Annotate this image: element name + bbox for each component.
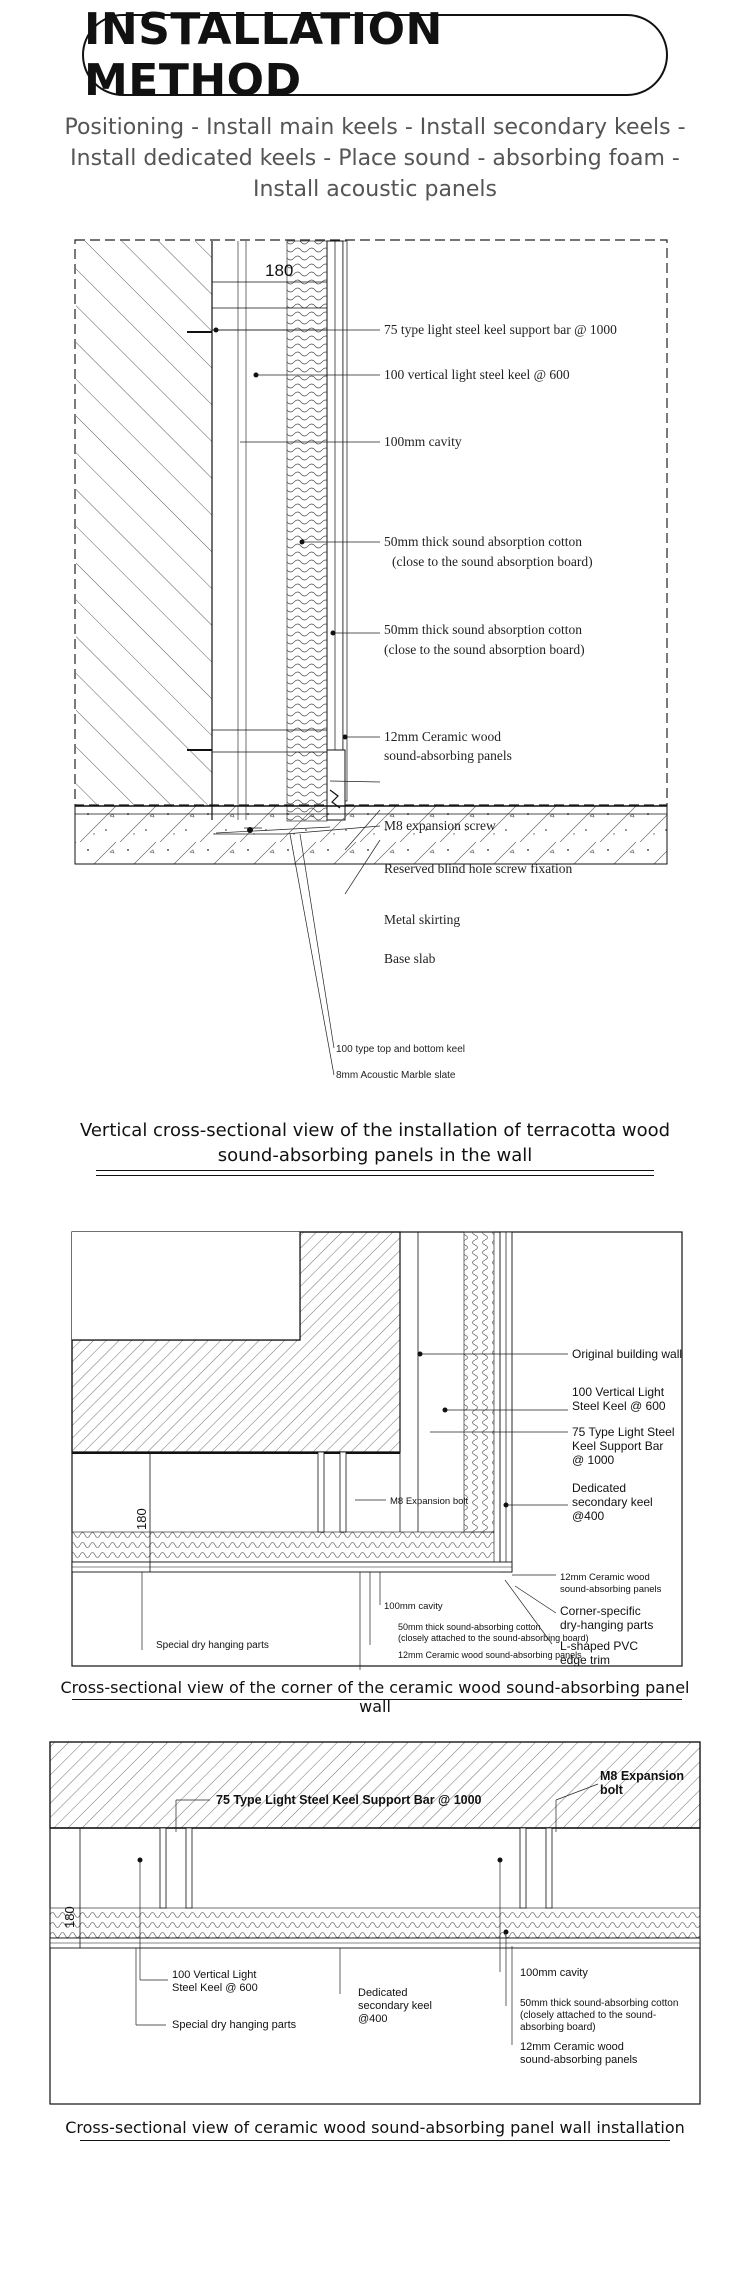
label-metal-skirting: Metal skirting [384, 912, 460, 927]
label-secondary-keel-b: secondary keel [572, 1495, 653, 1509]
label-panel-a: 12mm Ceramic wood [560, 1572, 650, 1583]
label-pvc-trim-a: L-shaped PVC [560, 1639, 638, 1653]
label-support-bar: 75 Type Light Steel Keel Support Bar @ 1… [216, 1793, 482, 1807]
label-special-parts: Special dry hanging parts [172, 2019, 297, 2031]
label-cavity: 100mm cavity [384, 1601, 443, 1612]
process-line-2: Install dedicated keels - Place sound - … [70, 146, 680, 171]
label-panel-b: sound-absorbing panels [560, 1584, 662, 1595]
dimension-180: 180 [265, 261, 293, 280]
label-m8-screw: M8 expansion screw [384, 818, 496, 833]
caption-1-underline-bottom [96, 1175, 654, 1176]
cotton-layer [49, 1907, 701, 1939]
label-m8-bolt: M8 Expansion bolt [390, 1496, 469, 1507]
process-line-1: Positioning - Install main keels - Insta… [64, 115, 686, 140]
label-marble-slate: 8mm Acoustic Marble slate [336, 1070, 456, 1081]
caption-1-line-1: Vertical cross-sectional view of the ins… [79, 1120, 671, 1141]
building-wall [76, 241, 212, 806]
label-cotton-b: (closely attached to the sound-absorbing… [398, 1633, 589, 1643]
label-top-bottom-keel: 100 type top and bottom keel [336, 1044, 465, 1055]
label-base-slab: Base slab [384, 951, 436, 966]
label-cavity: 100mm cavity [520, 1967, 588, 1979]
cotton-vertical [463, 1231, 495, 1533]
label-m8-bolt-a: M8 Expansion [600, 1769, 684, 1783]
label-panels-bottom: 12mm Ceramic wood sound-absorbing panels [398, 1650, 582, 1660]
corner-lower-labels [0, 1640, 750, 1670]
label-vertical-keel-b: Steel Keel @ 600 [572, 1399, 666, 1413]
label-cotton-a: 50mm thick sound-absorbing cotton [520, 1998, 678, 2009]
building-wall [49, 1741, 701, 1829]
label-cotton-c: absorbing board) [520, 2022, 596, 2033]
label-cotton-b: (closely attached to the sound- [520, 2010, 656, 2021]
process-steps: Positioning - Install main keels - Insta… [40, 112, 710, 205]
label-cotton-block: 50mm thick sound-absorbing cotton (close… [398, 1622, 589, 1644]
label-secondary-keel-a: Dedicated [572, 1481, 626, 1495]
caption-1-underline-top [96, 1170, 654, 1171]
label-vertical-keel-a: 100 Vertical Light [172, 1969, 256, 1981]
label-panel-b: sound-absorbing panels [384, 748, 512, 763]
cotton-horizontal [71, 1531, 495, 1563]
caption-1-line-2: sound-absorbing panels in the wall [217, 1145, 533, 1166]
caption-corner-section: Cross-sectional view of the corner of th… [60, 1678, 690, 1716]
dimension-180: 180 [62, 1906, 77, 1928]
label-panel-a: 12mm Ceramic wood [384, 729, 501, 744]
label-panel-b: sound-absorbing panels [520, 2054, 638, 2066]
label-m8-bolt-b: bolt [600, 1783, 624, 1797]
label-vertical-keel-b: Steel Keel @ 600 [172, 1982, 258, 1994]
dimension-180: 180 [134, 1508, 149, 1530]
label-original-wall: Original building wall [572, 1347, 682, 1361]
label-blind-hole: Reserved blind hole screw fixation [384, 861, 572, 876]
sound-absorbing-cotton [286, 240, 328, 822]
title-banner: INSTALLATION METHOD [82, 4, 668, 106]
label-corner-parts-a: Corner-specific [560, 1604, 641, 1618]
label-support-bar-a: 75 Type Light Steel [572, 1425, 675, 1439]
label-pvc-trim-b: edge trim [560, 1653, 610, 1667]
caption-2-underline [72, 1699, 682, 1700]
corner-section-diagram: 180 Original building wall 100 Vertical … [71, 1231, 683, 1670]
section-boundary [74, 239, 668, 806]
label-cotton-a: 50mm thick sound-absorbing cotton [398, 1622, 541, 1632]
label-secondary-keel-a: Dedicated [358, 1987, 408, 1999]
wall-section-diagram: 180 75 Type Light Steel Keel Support Bar… [49, 1741, 701, 2105]
caption-vertical-section: Vertical cross-sectional view of the ins… [60, 1118, 690, 1168]
page-title: INSTALLATION METHOD [84, 4, 443, 106]
label-secondary-keel-c: @400 [358, 2013, 388, 2025]
label-support-bar-c: @ 1000 [572, 1453, 615, 1467]
label-support-bar: 75 type light steel keel support bar @ 1… [384, 322, 617, 337]
label-secondary-keel-c: @400 [572, 1509, 605, 1523]
label-cavity: 100mm cavity [384, 434, 462, 449]
label-special-parts: Special dry hanging parts [156, 1640, 269, 1651]
label-secondary-keel-b: secondary keel [358, 2000, 432, 2012]
label-cotton-2b: (close to the sound absorption board) [384, 642, 585, 657]
label-panel-a: 12mm Ceramic wood [520, 2041, 624, 2053]
label-vertical-keel-a: 100 Vertical Light [572, 1385, 665, 1399]
process-line-3: Install acoustic panels [253, 177, 497, 202]
caption-wall-section: Cross-sectional view of ceramic wood sou… [65, 2118, 685, 2137]
label-cotton-1a: 50mm thick sound absorption cotton [384, 534, 582, 549]
label-corner-parts-b: dry-hanging parts [560, 1618, 653, 1632]
label-cotton-2a: 50mm thick sound absorption cotton [384, 622, 582, 637]
label-cotton-1b: (close to the sound absorption board) [392, 554, 593, 569]
vertical-section-diagram: 180 75 type light steel keel support bar… [74, 239, 668, 1081]
caption-3-underline [80, 2140, 670, 2141]
label-support-bar-b: Keel Support Bar [572, 1439, 663, 1453]
base-slab [74, 805, 668, 865]
label-vertical-keel: 100 vertical light steel keel @ 600 [384, 367, 570, 382]
